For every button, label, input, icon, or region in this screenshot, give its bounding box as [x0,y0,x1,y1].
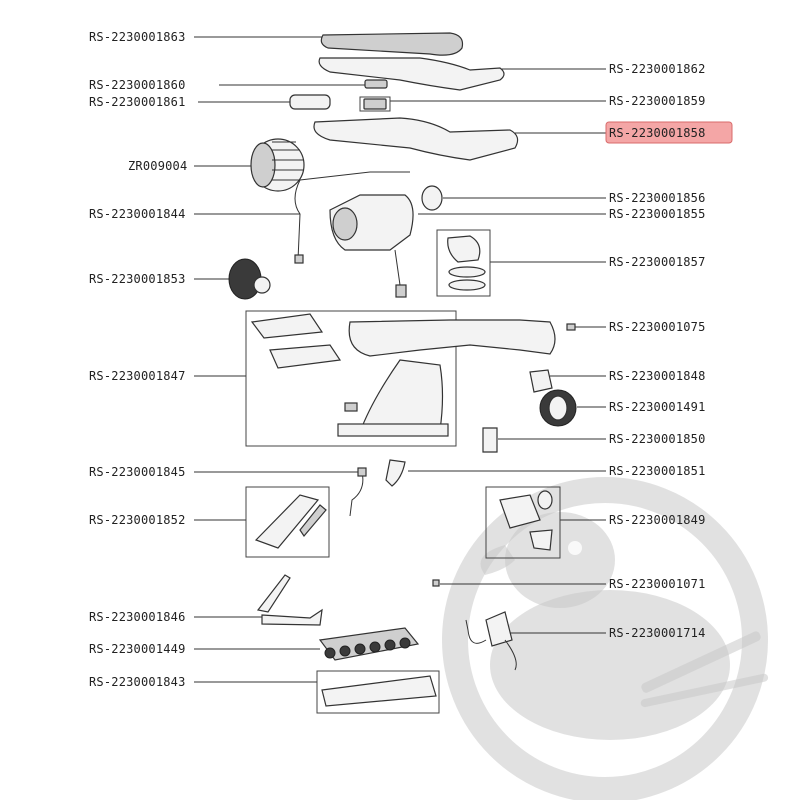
part-label-selected[interactable]: RS-2230001858 [609,126,706,140]
leader-lines-right [390,68,606,634]
watermark-duck-logo [442,477,769,800]
part-label[interactable]: RS-2230001491 [609,400,706,414]
part-label[interactable]: RS-2230001847 [89,369,186,383]
part-label[interactable]: RS-2230001861 [89,95,186,109]
part-label[interactable]: RS-2230001844 [89,207,186,221]
leader-lines-left [194,36,365,683]
part-label[interactable]: RS-2230001860 [89,78,186,92]
part-label[interactable]: RS-2230001714 [609,626,706,640]
part-label[interactable]: RS-2230001851 [609,464,706,478]
part-label[interactable]: RS-2230001855 [609,207,706,221]
part-label[interactable]: RS-2230001852 [89,513,186,527]
part-label[interactable]: RS-2230001075 [609,320,706,334]
part-drawings [228,32,577,707]
part-label[interactable]: RS-2230001862 [609,62,706,76]
part-label[interactable]: RS-2230001850 [609,432,706,446]
part-label[interactable]: RS-2230001859 [609,94,706,108]
part-label[interactable]: RS-2230001845 [89,465,186,479]
labels-right: RS-2230001862 RS-2230001859 RS-223000185… [609,62,706,640]
highlight-box [605,121,733,144]
group-frames [245,96,561,714]
part-label[interactable]: RS-2230001849 [609,513,706,527]
part-label[interactable]: RS-2230001071 [609,577,706,591]
part-label[interactable]: RS-2230001853 [89,272,186,286]
part-label[interactable]: RS-2230001856 [609,191,706,205]
part-label[interactable]: ZR009004 [128,159,187,173]
part-label[interactable]: RS-2230001863 [89,30,186,44]
part-label[interactable]: RS-2230001449 [89,642,186,656]
part-label[interactable]: RS-2230001848 [609,369,706,383]
part-label[interactable]: RS-2230001846 [89,610,186,624]
labels-left: RS-2230001863 RS-2230001860 RS-223000186… [89,30,187,689]
part-label[interactable]: RS-2230001857 [609,255,706,269]
part-label[interactable]: RS-2230001843 [89,675,186,689]
